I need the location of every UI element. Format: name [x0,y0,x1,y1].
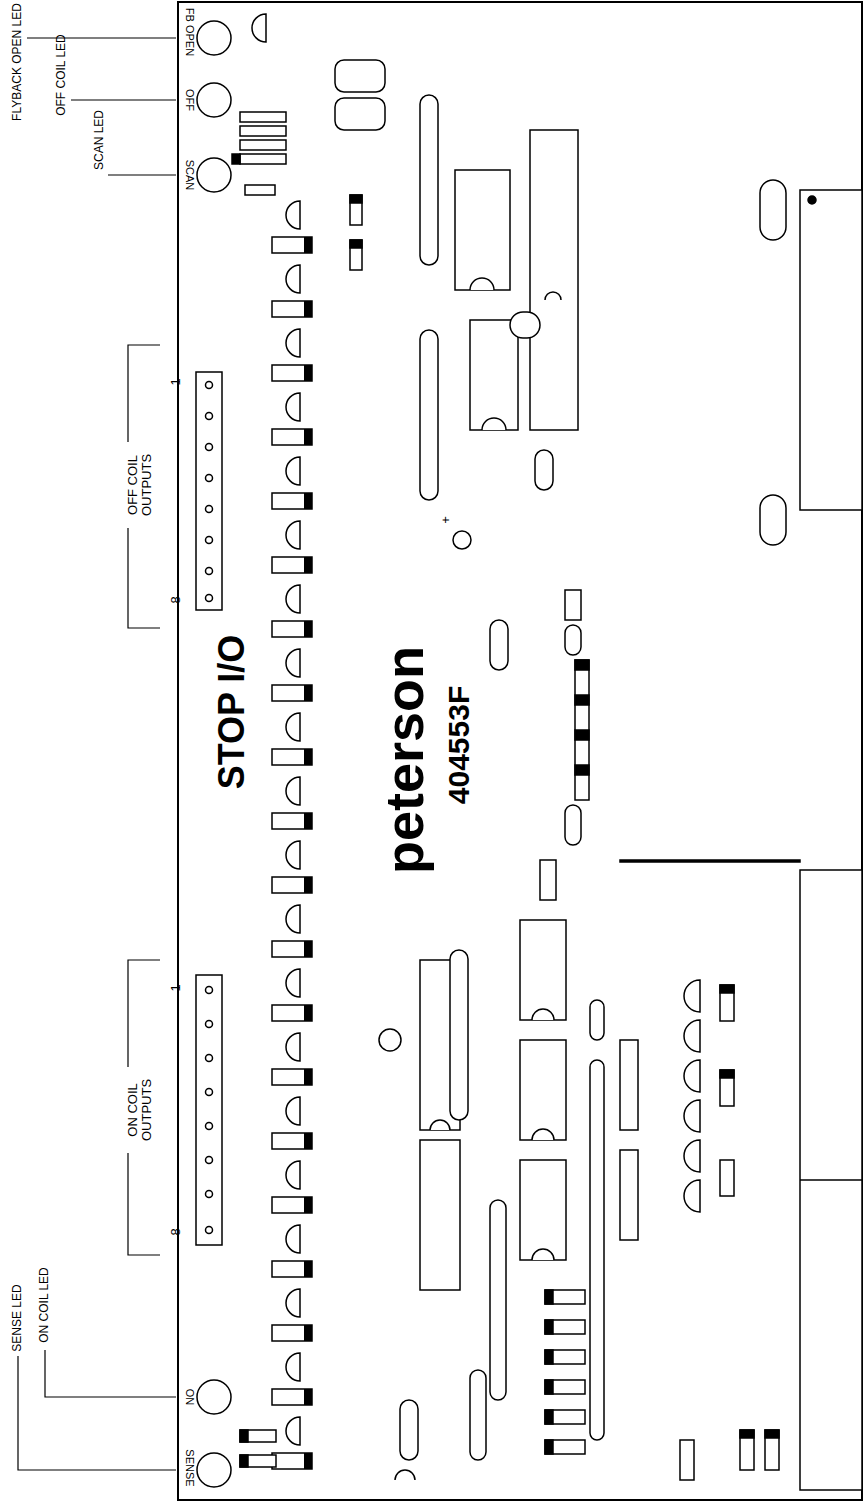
maker-name: peterson [375,646,434,874]
polarity-mark: + [439,516,453,524]
part-number: 404553F [442,686,475,804]
callout-label: FLYBACK OPEN LED [11,3,24,121]
pin-number: 8 [169,596,183,603]
callout-label: ON COIL LED [38,1267,51,1343]
leader-lines [18,38,176,1470]
silkscreen-label: SENSE [184,1449,196,1486]
pin-number: 8 [169,1228,183,1235]
callout-label: SENSE LED [11,1284,24,1351]
connector-label: OFF COIL OUTPUTS [126,450,155,520]
pin-number: 1 [169,378,183,385]
board-title: STOP I/O [212,635,252,790]
output-headers [196,372,222,1245]
silkscreen-label: SCAN [184,160,196,191]
callout-label: SCAN LED [93,110,106,170]
connector-label: ON COIL OUTPUTS [126,1075,155,1145]
silkscreen-label: ON [184,1389,196,1406]
components [232,14,862,1490]
resistor-bank [240,980,779,1480]
silkscreen-label: FB OPEN [184,8,196,56]
callout-label: OFF COIL LED [55,34,68,116]
driver-row [272,201,312,1469]
silkscreen-label: OFF [184,89,196,111]
pin-number: 1 [169,984,183,991]
board-outline [178,2,862,1500]
